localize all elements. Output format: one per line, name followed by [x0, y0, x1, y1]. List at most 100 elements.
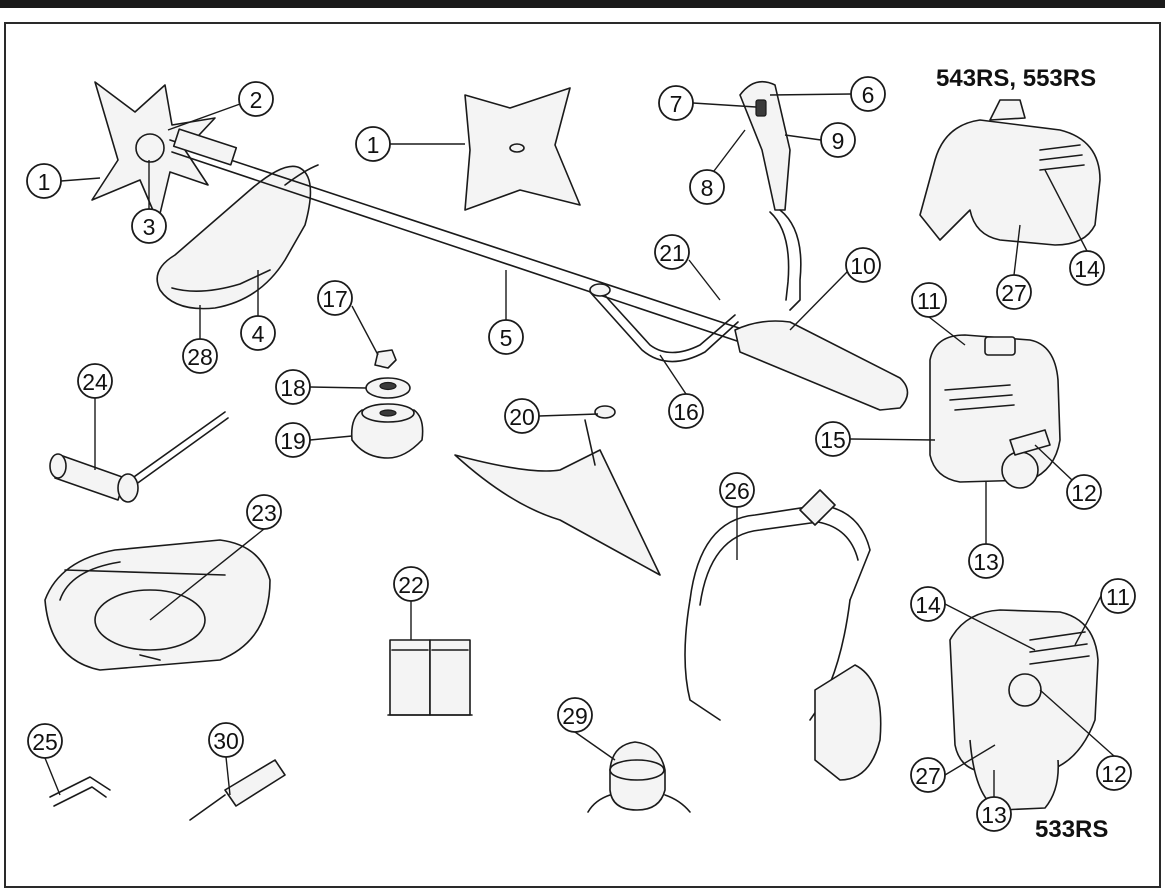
callout-number: 22 — [398, 572, 424, 598]
callout-circle — [317, 280, 353, 316]
callout-number: 7 — [670, 91, 683, 117]
callout-circle — [557, 697, 593, 733]
callout-number: 9 — [832, 128, 845, 154]
callout-number: 11 — [917, 288, 941, 314]
callout-29: 29 — [557, 697, 593, 733]
callout-number: 18 — [280, 375, 306, 401]
model-label-543rs-553rs: 543RS, 553RS — [936, 65, 1096, 92]
grass-blade-loose — [464, 87, 581, 211]
callout-number: 21 — [659, 240, 685, 266]
callout-27: 27 — [996, 274, 1032, 310]
callout-circle — [1069, 250, 1105, 286]
engine-housing-tube — [734, 320, 909, 411]
callout-number: 10 — [850, 253, 876, 279]
callout-number: 13 — [973, 549, 999, 575]
callout-circle — [238, 81, 274, 117]
callout-circle — [77, 363, 113, 399]
callout-30: 30 — [208, 722, 244, 758]
callout-number: 13 — [981, 802, 1007, 828]
callout-number: 17 — [322, 286, 348, 312]
callout-21: 21 — [654, 234, 690, 270]
callout-circle — [355, 126, 391, 162]
callout-circle — [246, 494, 282, 530]
callout-5: 5 — [488, 319, 524, 355]
callout-circle — [240, 315, 276, 351]
callout-circle — [504, 398, 540, 434]
callout-11: 11 — [1100, 578, 1136, 614]
callout-6: 6 — [850, 76, 886, 112]
blade-guard — [156, 164, 319, 310]
nut — [374, 349, 397, 369]
callout-24: 24 — [77, 363, 113, 399]
callout-circle — [850, 76, 886, 112]
callout-number: 29 — [562, 703, 588, 729]
callout-number: 25 — [32, 729, 58, 755]
callout-3: 3 — [131, 208, 167, 244]
callout-number: 5 — [500, 325, 513, 351]
protective-goggles — [44, 539, 271, 671]
callout-circle — [911, 282, 947, 318]
callout-23: 23 — [246, 494, 282, 530]
callout-circle — [968, 543, 1004, 579]
callout-14: 14 — [1069, 250, 1105, 286]
engine-543rs-553rs — [919, 99, 1101, 246]
callout-2: 2 — [238, 81, 274, 117]
callout-12: 12 — [1066, 474, 1102, 510]
callout-14: 14 — [910, 586, 946, 622]
callout-circle — [1066, 474, 1102, 510]
callout-circle — [668, 393, 704, 429]
callout-circle — [976, 796, 1012, 832]
callout-4: 4 — [240, 315, 276, 351]
callout-15: 15 — [815, 421, 851, 457]
callout-number: 8 — [701, 175, 714, 201]
callout-number: 23 — [251, 500, 277, 526]
callout-circle — [27, 723, 63, 759]
callout-1: 1 — [355, 126, 391, 162]
diagram-frame — [4, 22, 1161, 888]
support-flange — [365, 377, 411, 399]
loop-handle — [589, 283, 739, 363]
callout-circle — [820, 122, 856, 158]
callout-11: 11 — [911, 282, 947, 318]
callout-number: 2 — [250, 87, 263, 113]
callout-circle — [910, 586, 946, 622]
callout-26: 26 — [719, 472, 755, 508]
throttle-handle — [739, 80, 802, 311]
callout-number: 16 — [673, 399, 699, 425]
callout-number: 26 — [724, 478, 750, 504]
callout-27: 27 — [910, 757, 946, 793]
callout-number: 19 — [280, 428, 306, 454]
callout-number: 12 — [1071, 480, 1097, 506]
engine-main — [929, 334, 1061, 489]
callout-circle — [654, 234, 690, 270]
callout-number: 27 — [915, 763, 941, 789]
callout-circle — [689, 169, 725, 205]
callout-1: 1 — [26, 163, 62, 199]
callout-circle — [658, 85, 694, 121]
callout-circle — [1096, 755, 1132, 791]
callout-7: 7 — [658, 85, 694, 121]
harness — [684, 489, 882, 781]
callout-circle — [275, 422, 311, 458]
operators-manual — [387, 639, 473, 716]
callout-17: 17 — [317, 280, 353, 316]
allen-key — [49, 776, 111, 807]
shaft-tube — [169, 128, 746, 343]
callout-number: 15 — [820, 427, 846, 453]
callout-20: 20 — [504, 398, 540, 434]
callout-circle — [488, 319, 524, 355]
callout-circle — [845, 247, 881, 283]
callout-number: 1 — [367, 132, 380, 158]
callout-19: 19 — [275, 422, 311, 458]
callout-circle — [996, 274, 1032, 310]
callout-13: 13 — [976, 796, 1012, 832]
callout-18: 18 — [275, 369, 311, 405]
leader-lines — [44, 93, 1115, 797]
callout-circle — [1100, 578, 1136, 614]
callout-9: 9 — [820, 122, 856, 158]
callout-number: 4 — [252, 321, 265, 347]
callout-circle — [208, 722, 244, 758]
trimmer-head — [587, 741, 691, 813]
